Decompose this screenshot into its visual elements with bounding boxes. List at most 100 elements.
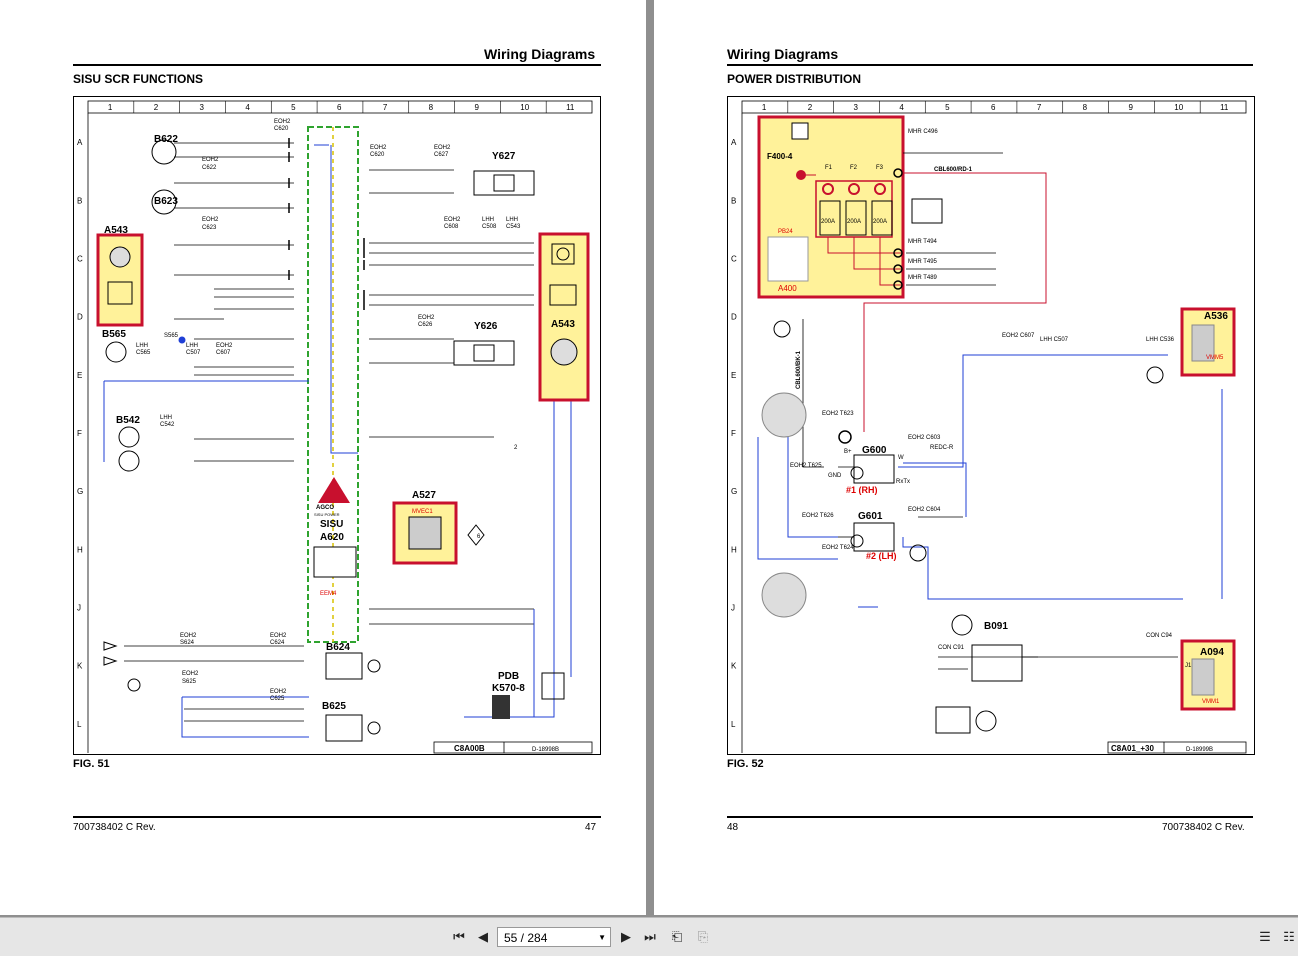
lh-alternator-label: #2 (LH) [866, 551, 897, 561]
column-label: 9 [474, 103, 479, 112]
column-label: 8 [1083, 103, 1088, 112]
sisu-label: SISU [320, 519, 343, 530]
c623-label: C623 [202, 225, 217, 231]
header-rule [727, 64, 1253, 66]
column-label: 10 [520, 103, 529, 112]
a527-label: A527 [412, 490, 436, 501]
section-title: POWER DISTRIBUTION [727, 72, 861, 86]
c543-label: C543 [506, 224, 521, 230]
agco-label: AGCO [316, 505, 334, 511]
eoh2-t624-label: EOH2 T624 [822, 545, 854, 551]
rh-alternator-label: #1 (RH) [846, 485, 878, 495]
row-label: J [77, 604, 81, 613]
eoh2-c624-label: EOH2 [270, 633, 287, 639]
column-label: 4 [899, 103, 904, 112]
cbl600bk-label: CBL600/BK-1 [796, 350, 802, 389]
lhh-c507-label: LHH C507 [1040, 337, 1069, 343]
c565-label: C565 [136, 350, 151, 356]
relay-icon [492, 695, 510, 719]
g601-label: G601 [858, 511, 883, 522]
row-label: D [77, 313, 83, 322]
c620-label: C620 [274, 126, 289, 132]
s624-label: S624 [180, 640, 195, 646]
b623-label: B623 [154, 196, 178, 207]
row-label: L [77, 720, 82, 729]
go-forward-view-icon[interactable]: ⎘ [697, 929, 709, 944]
first-page-button[interactable]: ⏮ [453, 929, 465, 944]
row-label: E [77, 371, 82, 380]
sisu-power-label: SISU POWER [314, 512, 340, 517]
c620-r-label: C620 [370, 152, 385, 158]
footer-page-number: 47 [585, 822, 597, 833]
a400-label: A400 [778, 284, 797, 293]
a620-label: A620 [320, 532, 344, 543]
eoh2-c603-label: EOH2 C603 [908, 435, 941, 441]
row-label: F [731, 429, 736, 438]
c608-label: C608 [444, 224, 459, 230]
c507-label: C507 [186, 350, 201, 356]
title-block-id: C8A01_+30 [1111, 744, 1154, 753]
row-label: G [731, 487, 737, 496]
c542-label: C542 [160, 422, 175, 428]
c622-label: C622 [202, 165, 217, 171]
gnd-label: GND [828, 473, 842, 479]
column-label: 5 [945, 103, 950, 112]
column-label: 4 [245, 103, 250, 112]
figure-label: FIG. 52 [727, 758, 764, 770]
page-indicator: 55 / 284 [504, 931, 548, 945]
mhr-t489-label: MHR T489 [908, 275, 938, 281]
cbl600-label: CBL600/RD-1 [934, 167, 973, 173]
column-label: 11 [566, 103, 575, 112]
eoh2-c620-r-label: EOH2 [370, 145, 387, 151]
row-label: C [731, 254, 737, 263]
inspect-icon [1146, 366, 1164, 384]
y627-label: Y627 [492, 151, 516, 162]
y626-label: Y626 [474, 321, 498, 332]
page-header-title: Wiring Diagrams [727, 46, 839, 62]
eoh2-c604-label: EOH2 C604 [908, 507, 941, 513]
row-label: H [77, 545, 83, 554]
column-label: 6 [991, 103, 996, 112]
pb24-label: PB24 [778, 229, 793, 235]
single-page-view-icon[interactable]: ☰ [1259, 929, 1271, 944]
eoh2-c627-label: EOH2 [434, 145, 451, 151]
eem4-label: EEM4 [320, 591, 337, 597]
lhh-c542-label: LHH [160, 415, 172, 421]
column-label: 5 [291, 103, 296, 112]
page-header-title: Wiring Diagrams [484, 46, 596, 62]
b624-label: B624 [326, 642, 350, 653]
c607-label: C607 [216, 350, 231, 356]
g600-label: G600 [862, 445, 887, 456]
previous-page-button[interactable]: ◀ [478, 929, 488, 944]
page-number-select[interactable]: 55 / 284 ▼ [497, 927, 611, 947]
eoh2-c608-label: EOH2 [444, 217, 461, 223]
s625-label: S625 [182, 679, 197, 685]
mhr-t495-label: MHR T495 [908, 259, 938, 265]
c508-label: C508 [482, 224, 497, 230]
drawing-number: D-18999B [1186, 747, 1213, 753]
two-page-view-icon[interactable]: ☷ [1283, 929, 1295, 944]
column-label: 2 [808, 103, 813, 112]
a536-label: A536 [1204, 311, 1228, 322]
eoh2-c607-label: EOH2 C607 [1002, 333, 1035, 339]
eoh2-t623-label: EOH2 T623 [822, 411, 854, 417]
go-back-view-icon[interactable]: ⎗ [671, 929, 683, 944]
eoh2-c626-label: EOH2 [418, 315, 435, 321]
fuse3-label: 200A [873, 219, 887, 225]
row-label: H [731, 545, 737, 554]
row-label: G [77, 487, 83, 496]
next-page-button[interactable]: ▶ [621, 929, 631, 944]
last-page-button[interactable]: ⏭ [644, 929, 656, 944]
f2-label: F2 [850, 165, 858, 171]
con-c94-label: CON C94 [1146, 633, 1173, 639]
row-label: A [77, 138, 83, 147]
c624-label: C624 [270, 640, 285, 646]
header-rule [73, 64, 601, 66]
a543-left-label: A543 [104, 225, 128, 236]
